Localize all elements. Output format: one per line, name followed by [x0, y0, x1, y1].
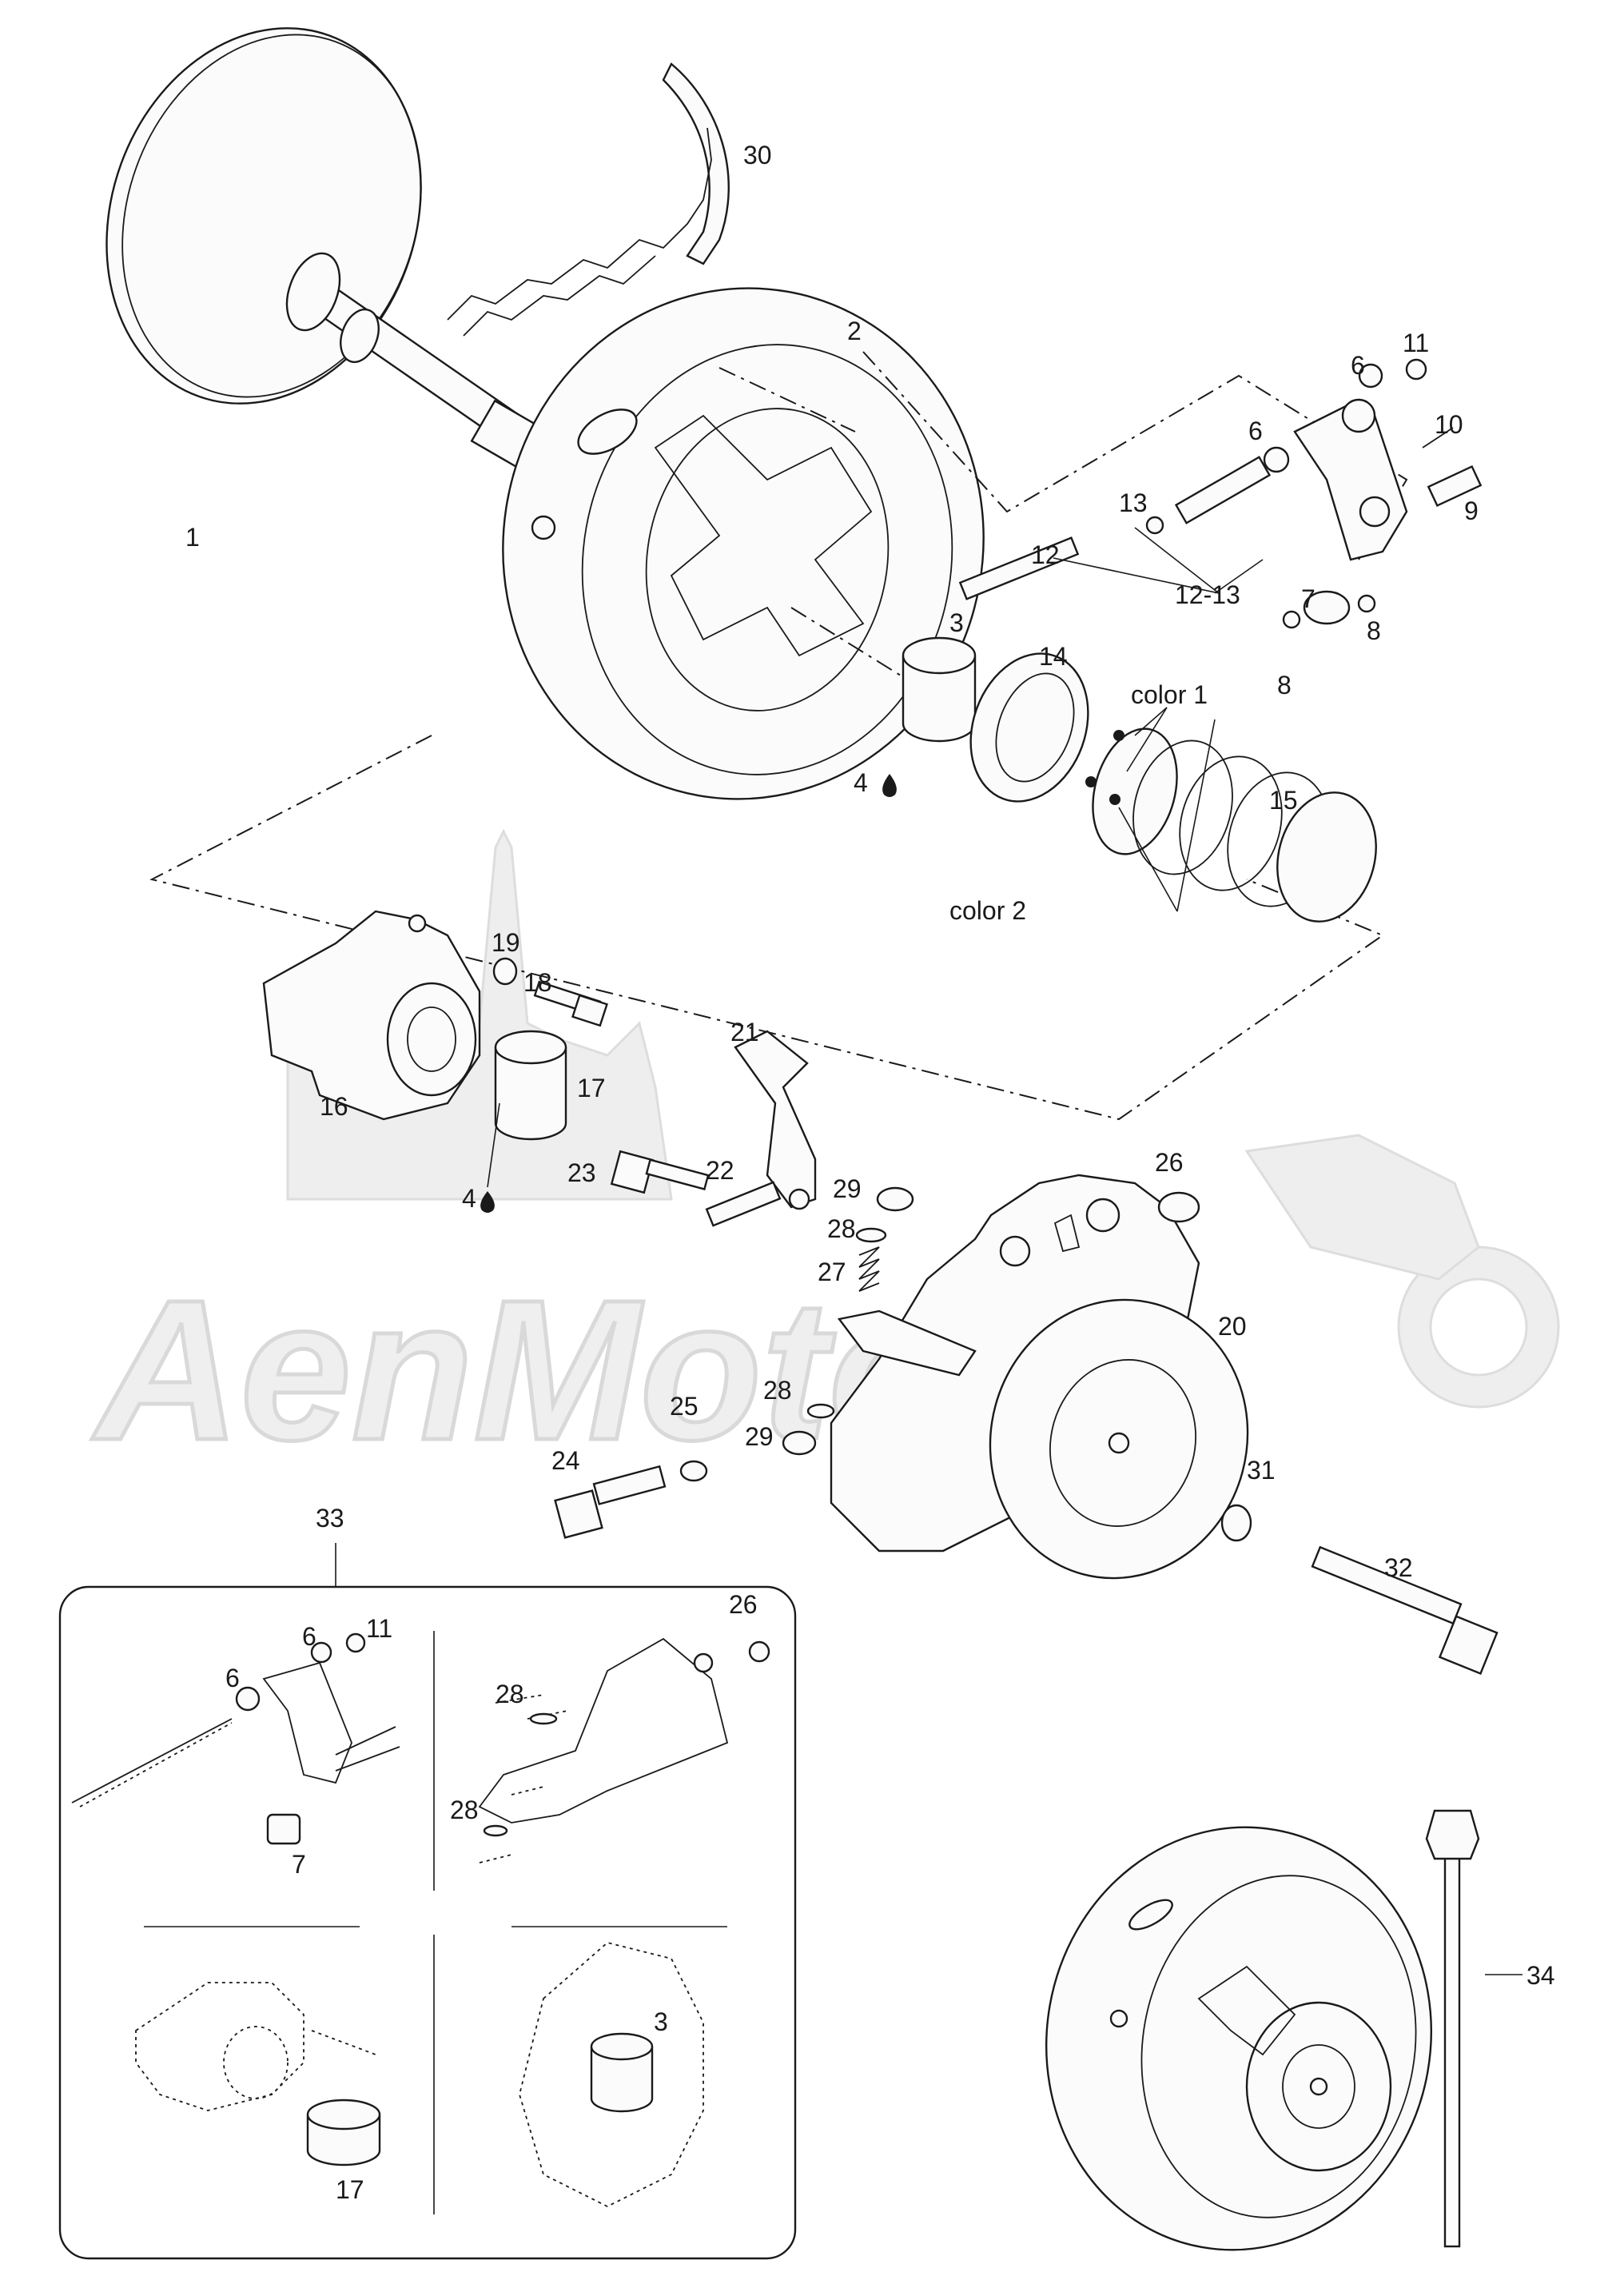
label-21: 21	[730, 1018, 759, 1046]
part-24-bolt	[554, 1465, 667, 1539]
label-33: 33	[316, 1504, 344, 1533]
label-24: 24	[551, 1446, 580, 1475]
label-11: 11	[1403, 329, 1429, 357]
arm-assembly	[958, 358, 1483, 629]
part-labels: 1 2 3 4 4 6 6 7 8 8 9 10 11 12 13 12-13 …	[185, 141, 1555, 1990]
part-34-assembly	[1045, 1809, 1480, 2251]
part-31-washer	[1220, 1504, 1252, 1542]
part-20-housing	[830, 1174, 1249, 1580]
label-12: 12	[1031, 540, 1060, 569]
label-25: 25	[670, 1392, 699, 1421]
part-2-housing	[502, 287, 985, 800]
label-34: 34	[1526, 1961, 1555, 1990]
label-29a: 29	[833, 1174, 862, 1203]
lever-parts	[782, 1186, 977, 1456]
label-color-1: color 1	[1131, 680, 1208, 709]
part-17-bushing	[494, 1030, 567, 1141]
inset-label-6a: 6	[302, 1622, 316, 1651]
part-22-pin	[705, 1181, 782, 1227]
inset-label-17: 17	[336, 2175, 364, 2204]
part-18-screw	[533, 980, 608, 1027]
inset-label-6b: 6	[225, 1664, 240, 1692]
label-color-2: color 2	[949, 896, 1026, 925]
label-3: 3	[949, 608, 964, 637]
label-4a: 4	[854, 768, 868, 797]
inset-box	[58, 1543, 797, 2260]
label-13: 13	[1119, 488, 1148, 517]
label-22: 22	[706, 1156, 734, 1185]
label-9: 9	[1464, 496, 1479, 525]
inset-label-7: 7	[292, 1850, 306, 1879]
label-16: 16	[320, 1092, 348, 1121]
label-18: 18	[523, 968, 552, 997]
label-1: 1	[185, 523, 200, 552]
label-10: 10	[1435, 410, 1463, 439]
label-23: 23	[567, 1158, 596, 1187]
leader-lines	[487, 527, 1522, 1975]
part-21-lever	[734, 1030, 817, 1210]
label-8a: 8	[1277, 671, 1292, 700]
part-25-washer	[679, 1460, 708, 1482]
part-14-washer	[969, 652, 1089, 803]
label-7: 7	[1301, 584, 1316, 613]
label-6a: 6	[1351, 351, 1365, 380]
part-30-belt	[447, 62, 730, 337]
label-26: 26	[1155, 1148, 1184, 1177]
label-28b: 28	[763, 1376, 792, 1405]
inset-label-28b: 28	[450, 1796, 479, 1824]
label-31: 31	[1247, 1456, 1276, 1485]
label-14: 14	[1039, 642, 1068, 671]
label-6b: 6	[1248, 417, 1263, 445]
inset-label-26: 26	[729, 1590, 758, 1619]
watermark: AenMoto	[90, 828, 1560, 1484]
part-16-cam	[262, 910, 481, 1121]
part-3-bushing	[902, 636, 977, 743]
label-29b: 29	[745, 1422, 774, 1451]
part-32-bolt	[1311, 1545, 1499, 1676]
label-2: 2	[847, 317, 862, 345]
label-17: 17	[577, 1074, 606, 1102]
label-15: 15	[1269, 786, 1298, 815]
part-19-washer	[492, 957, 518, 986]
label-12-13: 12-13	[1175, 580, 1240, 609]
part-1-sheave	[105, 27, 545, 471]
label-4b: 4	[462, 1184, 476, 1213]
grease-drop-1	[882, 774, 897, 797]
label-28a: 28	[827, 1214, 856, 1243]
label-8b: 8	[1367, 616, 1381, 645]
inset-label-11: 11	[366, 1614, 392, 1643]
watermark-text: AenMoto	[91, 1258, 950, 1481]
label-32: 32	[1384, 1553, 1413, 1582]
inset-label-3: 3	[654, 2007, 668, 2036]
inset-labels: 6 6 11 7 26 28 28 17 3	[225, 1590, 758, 2204]
label-19: 19	[492, 928, 520, 957]
part-23-bolt	[610, 1150, 710, 1194]
label-30: 30	[743, 141, 772, 169]
label-27: 27	[818, 1258, 846, 1286]
part-26-nut	[1157, 1191, 1200, 1223]
grease-drop-2	[480, 1191, 495, 1213]
part-15-spring	[1085, 727, 1377, 923]
inset-label-28a: 28	[496, 1680, 524, 1708]
label-20: 20	[1218, 1312, 1247, 1341]
